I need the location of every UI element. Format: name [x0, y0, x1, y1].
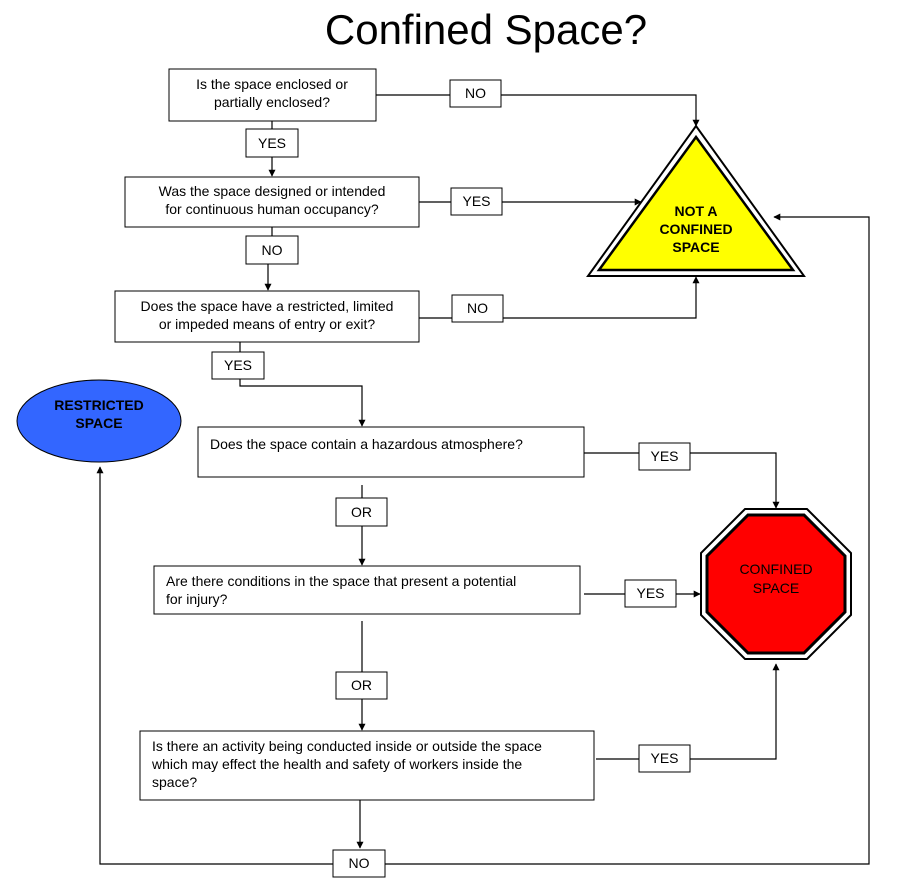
svg-text:NO: NO: [465, 85, 486, 101]
svg-text:YES: YES: [636, 585, 664, 601]
label-final-no: NO: [332, 849, 386, 878]
connector-final-no-left: [96, 466, 333, 865]
connector-final-no-right: [385, 213, 870, 865]
label-or-2: OR: [335, 671, 388, 700]
stop-octagon-fill: [705, 513, 847, 655]
label-q4-yes: YES: [638, 442, 691, 471]
question-box-q2: Was the space designed or intended for c…: [124, 176, 420, 228]
svg-text:OR: OR: [351, 677, 372, 693]
label-q5-yes: YES: [624, 579, 677, 608]
question-text: partially enclosed?: [214, 94, 330, 110]
connector-q3-no-arrow: [503, 276, 700, 319]
warning-triangle-fill: [596, 134, 796, 272]
svg-text:YES: YES: [224, 357, 252, 373]
question-text: space?: [152, 774, 197, 790]
outcome-text: CONFINED: [739, 561, 812, 577]
question-text: Are there conditions in the space that p…: [166, 573, 516, 589]
connectors: [96, 94, 870, 865]
svg-text:YES: YES: [650, 448, 678, 464]
label-q3-no: NO: [451, 294, 504, 323]
svg-text:YES: YES: [650, 750, 678, 766]
svg-text:NO: NO: [349, 855, 370, 871]
connector-q6-yes-arrow: [690, 663, 780, 760]
label-q3-yes: YES: [211, 351, 265, 380]
question-text: Is the space enclosed or: [196, 76, 348, 92]
outcome-text: SPACE: [672, 239, 719, 255]
label-q2-yes: YES: [450, 187, 503, 216]
question-text: for continuous human occupancy?: [165, 201, 378, 217]
connector-q1-no-arrow: [501, 94, 700, 127]
svg-text:NO: NO: [467, 300, 488, 316]
svg-text:NO: NO: [262, 242, 283, 258]
outcome-not-confined-triangle: NOT A CONFINED SPACE: [586, 124, 806, 277]
label-or-1: OR: [335, 497, 388, 527]
outcome-text: CONFINED: [659, 221, 732, 237]
question-text: Does the space have a restricted, limite…: [141, 298, 394, 314]
question-text: Is there an activity being conducted ins…: [152, 738, 542, 754]
svg-text:YES: YES: [258, 135, 286, 151]
question-box-q6: Is there an activity being conducted ins…: [139, 730, 595, 801]
connector-q3-yes-arrow: [239, 379, 366, 427]
outcome-confined-octagon: CONFINED SPACE: [700, 508, 852, 660]
question-box-q4: Does the space contain a hazardous atmos…: [197, 426, 585, 478]
page-title: Confined Space?: [325, 6, 647, 53]
question-box-q3: Does the space have a restricted, limite…: [114, 290, 420, 343]
svg-text:OR: OR: [351, 504, 372, 520]
outcome-text: SPACE: [75, 415, 122, 431]
connector-q4-yes-arrow: [690, 452, 780, 509]
question-box-q5: Are there conditions in the space that p…: [153, 565, 581, 615]
question-text: Was the space designed or intended: [159, 183, 386, 199]
label-q6-yes: YES: [638, 744, 691, 773]
outcome-restricted-ellipse: RESTRICTED SPACE: [16, 379, 182, 463]
question-text: for injury?: [166, 591, 228, 607]
outcome-text: SPACE: [753, 580, 799, 596]
svg-text:YES: YES: [462, 193, 490, 209]
outcome-text: RESTRICTED: [54, 397, 143, 413]
question-text: which may effect the health and safety o…: [151, 756, 522, 772]
question-text: Does the space contain a hazardous atmos…: [210, 436, 523, 452]
label-q1-yes: YES: [245, 128, 299, 158]
outcome-text: NOT A: [674, 203, 717, 219]
question-text: or impeded means of entry or exit?: [159, 316, 376, 332]
label-q2-no: NO: [245, 235, 299, 265]
question-box-q1: Is the space enclosed or partially enclo…: [168, 68, 377, 122]
restricted-ellipse-shape: [16, 379, 182, 463]
label-q1-no: NO: [449, 79, 502, 108]
